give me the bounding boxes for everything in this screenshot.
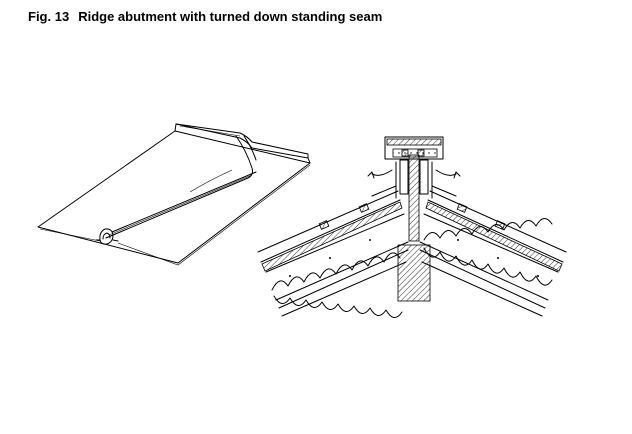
figure-caption: Fig. 13 Ridge abutment with turned down s… [28,9,382,24]
figure-number: Fig. 13 [28,9,70,24]
figure-title: Ridge abutment with turned down standing… [78,9,383,24]
standing-seam-panel-illustration [37,123,311,266]
ridge-section-illustration [257,136,567,318]
